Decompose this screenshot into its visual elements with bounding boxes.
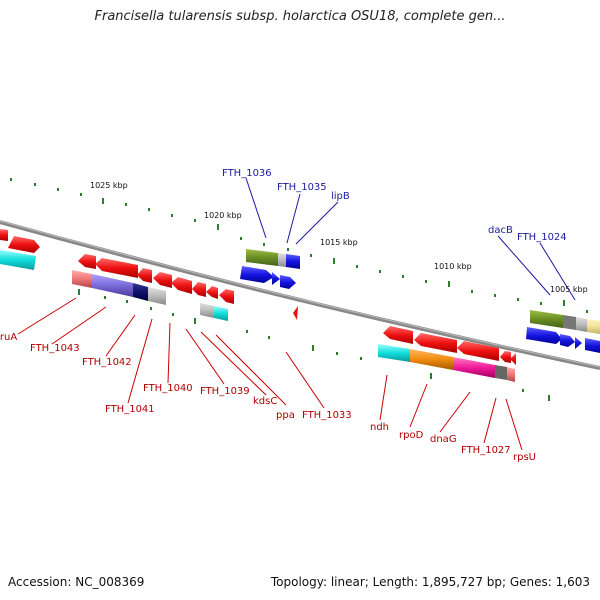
gene-label-dacb: dacB (488, 225, 513, 236)
kbp-track (10, 178, 588, 313)
gene-label-fth-1042: FTH_1042 (82, 357, 132, 368)
genome-summary-text: Topology: linear; Length: 1,895,727 bp; … (270, 575, 590, 589)
gene-label-trua: truA (0, 332, 17, 343)
gene-label-rpsu: rpsU (513, 452, 536, 463)
gene-label-lipb: lipB (331, 191, 350, 202)
gene-label-fth-1027: FTH_1027 (461, 445, 511, 456)
bottom-label-connectors (17, 297, 523, 451)
gene-label-fth-1024: FTH_1024 (517, 232, 567, 243)
gene-label-dnag: dnaG (430, 434, 457, 445)
kbp-label: 1015 kbp (320, 238, 358, 247)
accession-text: Accession: NC_008369 (8, 575, 145, 589)
inner-tick-track (78, 289, 550, 401)
gene-cluster-top (240, 249, 300, 289)
gene-label-fth-1040: FTH_1040 (143, 383, 193, 394)
gene-cluster-right (526, 310, 600, 353)
genome-title: Francisella tularensis subsp. holarctica… (94, 9, 506, 24)
top-label-connectors (245, 177, 576, 301)
genome-backbone (0, 220, 600, 370)
gene-label-fth-1033: FTH_1033 (302, 410, 352, 421)
gene-label-rpod: rpoD (399, 430, 424, 441)
kbp-label: 1025 kbp (90, 181, 128, 190)
gene-label-fth-1043: FTH_1043 (30, 343, 80, 354)
gene-label-fth-1041: FTH_1041 (105, 404, 155, 415)
gene-cluster-lower-right (378, 326, 516, 382)
gene-label-fth-1036: FTH_1036 (222, 168, 272, 179)
gene-label-fth-1039: FTH_1039 (200, 386, 250, 397)
gene-cluster-middle (72, 254, 298, 321)
kbp-label: 1010 kbp (434, 262, 472, 271)
gene-label-ndh: ndh (370, 422, 389, 433)
gene-label-fth-1035: FTH_1035 (277, 182, 327, 193)
gene-label-kdsc: kdsC (253, 396, 277, 407)
kbp-label: 1020 kbp (204, 211, 242, 220)
gene-cluster-left-edge (0, 229, 40, 270)
gene-label-ppa: ppa (276, 410, 295, 421)
